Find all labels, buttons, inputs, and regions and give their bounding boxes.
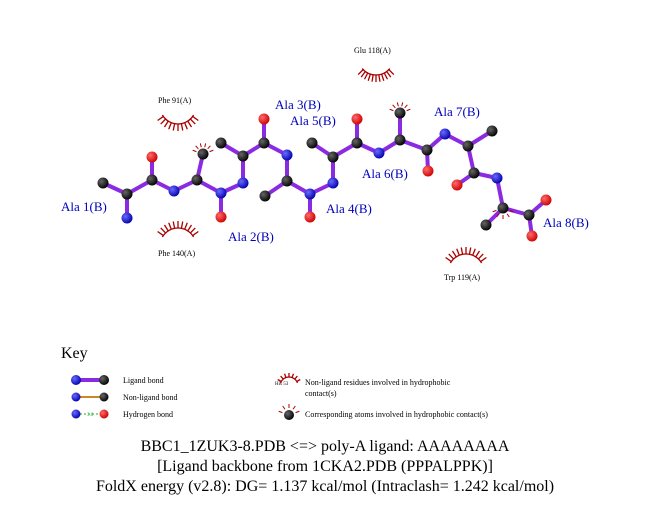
oxygen-atom: [451, 179, 463, 191]
residue-label-ala7: Ala 7(B): [434, 104, 480, 119]
key-carbon-atom: [284, 410, 294, 420]
nitrogen-atom: [237, 177, 249, 189]
key-atom-spokes: [278, 404, 300, 414]
hydrophobic-arc-glu118: [357, 68, 395, 82]
residue-label-ala3: Ala 3(B): [275, 97, 321, 112]
oxygen-atom: [351, 113, 363, 125]
carbon-atom: [281, 175, 293, 187]
carbon-atom: [259, 190, 271, 202]
hydrophobic-label-glu118: Glu 118(A): [354, 46, 391, 55]
contact-atom-spokes-glu118: [389, 102, 411, 112]
carbon-atom: [306, 137, 318, 149]
key-hydrophobic-arc: [277, 373, 301, 384]
hydrophobic-arc-trp119: [445, 247, 487, 264]
oxygen-atom: [215, 211, 227, 223]
carbon-atom: [523, 209, 535, 221]
carbon-atom: [421, 144, 433, 156]
carbon-atom: [497, 202, 509, 214]
key-corresponding-atom-sample: [278, 404, 300, 420]
oxygen-atom: [526, 230, 538, 242]
residue-label-ala5: Ala 5(B): [290, 113, 336, 128]
residue-label-ala6: Ala 6(B): [362, 166, 408, 181]
carbon-atom: [327, 151, 339, 163]
key-non-ligand-bond-sample: [71, 392, 109, 402]
hydrophobic-contacts: [157, 68, 514, 264]
key-title: Key: [61, 345, 88, 362]
hydrophobic-label-trp119: Trp 119(A): [444, 273, 480, 282]
hydrophobic-arc-phe140: [157, 221, 199, 238]
residue-label-ala4: Ala 4(B): [326, 201, 372, 216]
carbon-atom: [121, 188, 133, 200]
key-non-ligand-residues-label-2: contact(s): [305, 389, 337, 398]
residue-label-ala2: Ala 2(B): [228, 229, 274, 244]
carbon-atom: [394, 107, 406, 119]
carbon-atom: [258, 137, 270, 149]
key-non-ligand-bond-label: Non-ligand bond: [123, 393, 177, 402]
contact-atom-spokes-phe91: [192, 143, 214, 153]
carbon-atom: [97, 177, 109, 189]
oxygen-atom: [422, 165, 434, 177]
carbon-atom: [462, 140, 474, 152]
key-corresponding-atoms-label: Corresponding atoms involved in hydropho…: [305, 410, 488, 419]
contact-atom-spokes-trp119: [492, 209, 514, 219]
hydrophobic-label-phe140: Phe 140(A): [158, 249, 195, 258]
carbon-atom: [480, 219, 492, 231]
nitrogen-atom: [491, 172, 503, 184]
carbon-atom: [215, 137, 227, 149]
residue-label-ala8: Ala 8(B): [543, 215, 589, 230]
nitrogen-atom: [304, 188, 316, 200]
carbon-atom: [468, 167, 480, 179]
key-ligand-bond-label: Ligand bond: [123, 376, 164, 385]
carbon-atom: [237, 150, 249, 162]
nitrogen-atom: [121, 212, 133, 224]
carbon-atom: [197, 148, 209, 160]
carbon-atom: [351, 137, 363, 149]
ligand-bonds: [101, 111, 548, 238]
carbon-atom: [191, 174, 203, 186]
nitrogen-atom: [215, 187, 227, 199]
hydrophobic-label-phe91: Phe 91(A): [158, 96, 191, 105]
carbon-atom: [486, 125, 498, 137]
hydrophobic-arc-phe91: [157, 114, 199, 131]
key-hbond-distance: 3.0: [87, 413, 94, 418]
carbon-atom: [394, 134, 406, 146]
ligand-atoms: [97, 107, 552, 242]
nitrogen-atom: [439, 128, 451, 140]
nitrogen-atom: [373, 147, 385, 159]
residue-label-ala1: Ala 1(B): [61, 199, 107, 214]
oxygen-atom: [146, 151, 158, 163]
nitrogen-atom: [281, 149, 293, 161]
key-hydrophobic-residue-sample: [277, 373, 301, 384]
oxygen-atom: [540, 194, 552, 206]
caption-line-1: BBC1_1ZUK3-8.PDB <=> poly-A ligand: AAAA…: [141, 438, 510, 455]
carbon-atom: [146, 174, 158, 186]
nitrogen-atom: [168, 185, 180, 197]
key-non-ligand-residues-label: Non-ligand residues involved in hydropho…: [305, 378, 451, 387]
oxygen-atom: [258, 113, 270, 125]
caption-line-2: [Ligand backbone from 1CKA2.PDB (PPPALPP…: [157, 458, 493, 475]
key-hydrogen-bond-sample: 3.0: [71, 409, 109, 419]
key-sample-residue-label: His 53: [275, 382, 289, 387]
caption-line-3: FoldX energy (v2.8): DG= 1.137 kcal/mol …: [96, 478, 554, 495]
key-hydrogen-bond-label: Hydrogen bond: [123, 410, 173, 419]
oxygen-atom: [304, 211, 316, 223]
key-ligand-bond-sample: [71, 375, 109, 385]
nitrogen-atom: [327, 177, 339, 189]
